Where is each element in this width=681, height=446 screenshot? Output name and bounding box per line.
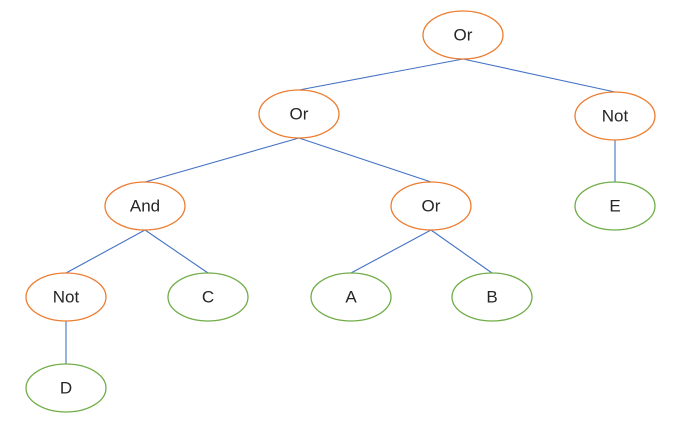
node-not-left: Not xyxy=(25,272,107,322)
node-and: And xyxy=(104,181,186,231)
node-label-c: C xyxy=(202,288,214,307)
edge-or-inner-to-b xyxy=(430,229,493,274)
node-ellipse-c xyxy=(167,272,249,322)
node-ellipse-d xyxy=(25,363,107,413)
node-d: D xyxy=(25,363,107,413)
node-c: C xyxy=(167,272,249,322)
node-e: E xyxy=(574,181,656,231)
edge-or-inner-to-a xyxy=(350,229,432,274)
node-b: B xyxy=(451,272,533,322)
node-ellipse-or-left xyxy=(258,89,340,139)
edge-or-root-to-not-right xyxy=(462,58,616,93)
edge-and-to-c xyxy=(144,229,209,274)
node-ellipse-e xyxy=(574,181,656,231)
node-label-d: D xyxy=(60,379,72,398)
node-or-left: Or xyxy=(258,89,340,139)
node-label-a: A xyxy=(345,288,357,307)
node-label-e: E xyxy=(609,197,620,216)
node-label-or-root: Or xyxy=(454,26,473,45)
edge-or-left-to-or-inner xyxy=(298,137,432,183)
node-or-inner: Or xyxy=(390,181,472,231)
edge-layer xyxy=(65,58,616,364)
edge-and-to-not-left xyxy=(65,229,146,274)
node-label-b: B xyxy=(486,288,497,307)
node-ellipse-or-root xyxy=(422,10,504,60)
node-ellipse-not-left xyxy=(25,272,107,322)
node-label-not-right: Not xyxy=(602,107,629,126)
node-ellipse-b xyxy=(451,272,533,322)
node-ellipse-and xyxy=(104,181,186,231)
node-ellipse-a xyxy=(310,272,392,322)
edge-or-root-to-or-left xyxy=(298,58,464,91)
node-label-or-inner: Or xyxy=(422,197,441,216)
node-ellipse-or-inner xyxy=(390,181,472,231)
node-label-and: And xyxy=(130,197,160,216)
node-not-right: Not xyxy=(574,91,656,141)
node-or-root: Or xyxy=(422,10,504,60)
edge-or-left-to-and xyxy=(144,137,300,183)
node-a: A xyxy=(310,272,392,322)
node-label-or-left: Or xyxy=(290,105,309,124)
node-ellipse-not-right xyxy=(574,91,656,141)
node-label-not-left: Not xyxy=(53,288,80,307)
